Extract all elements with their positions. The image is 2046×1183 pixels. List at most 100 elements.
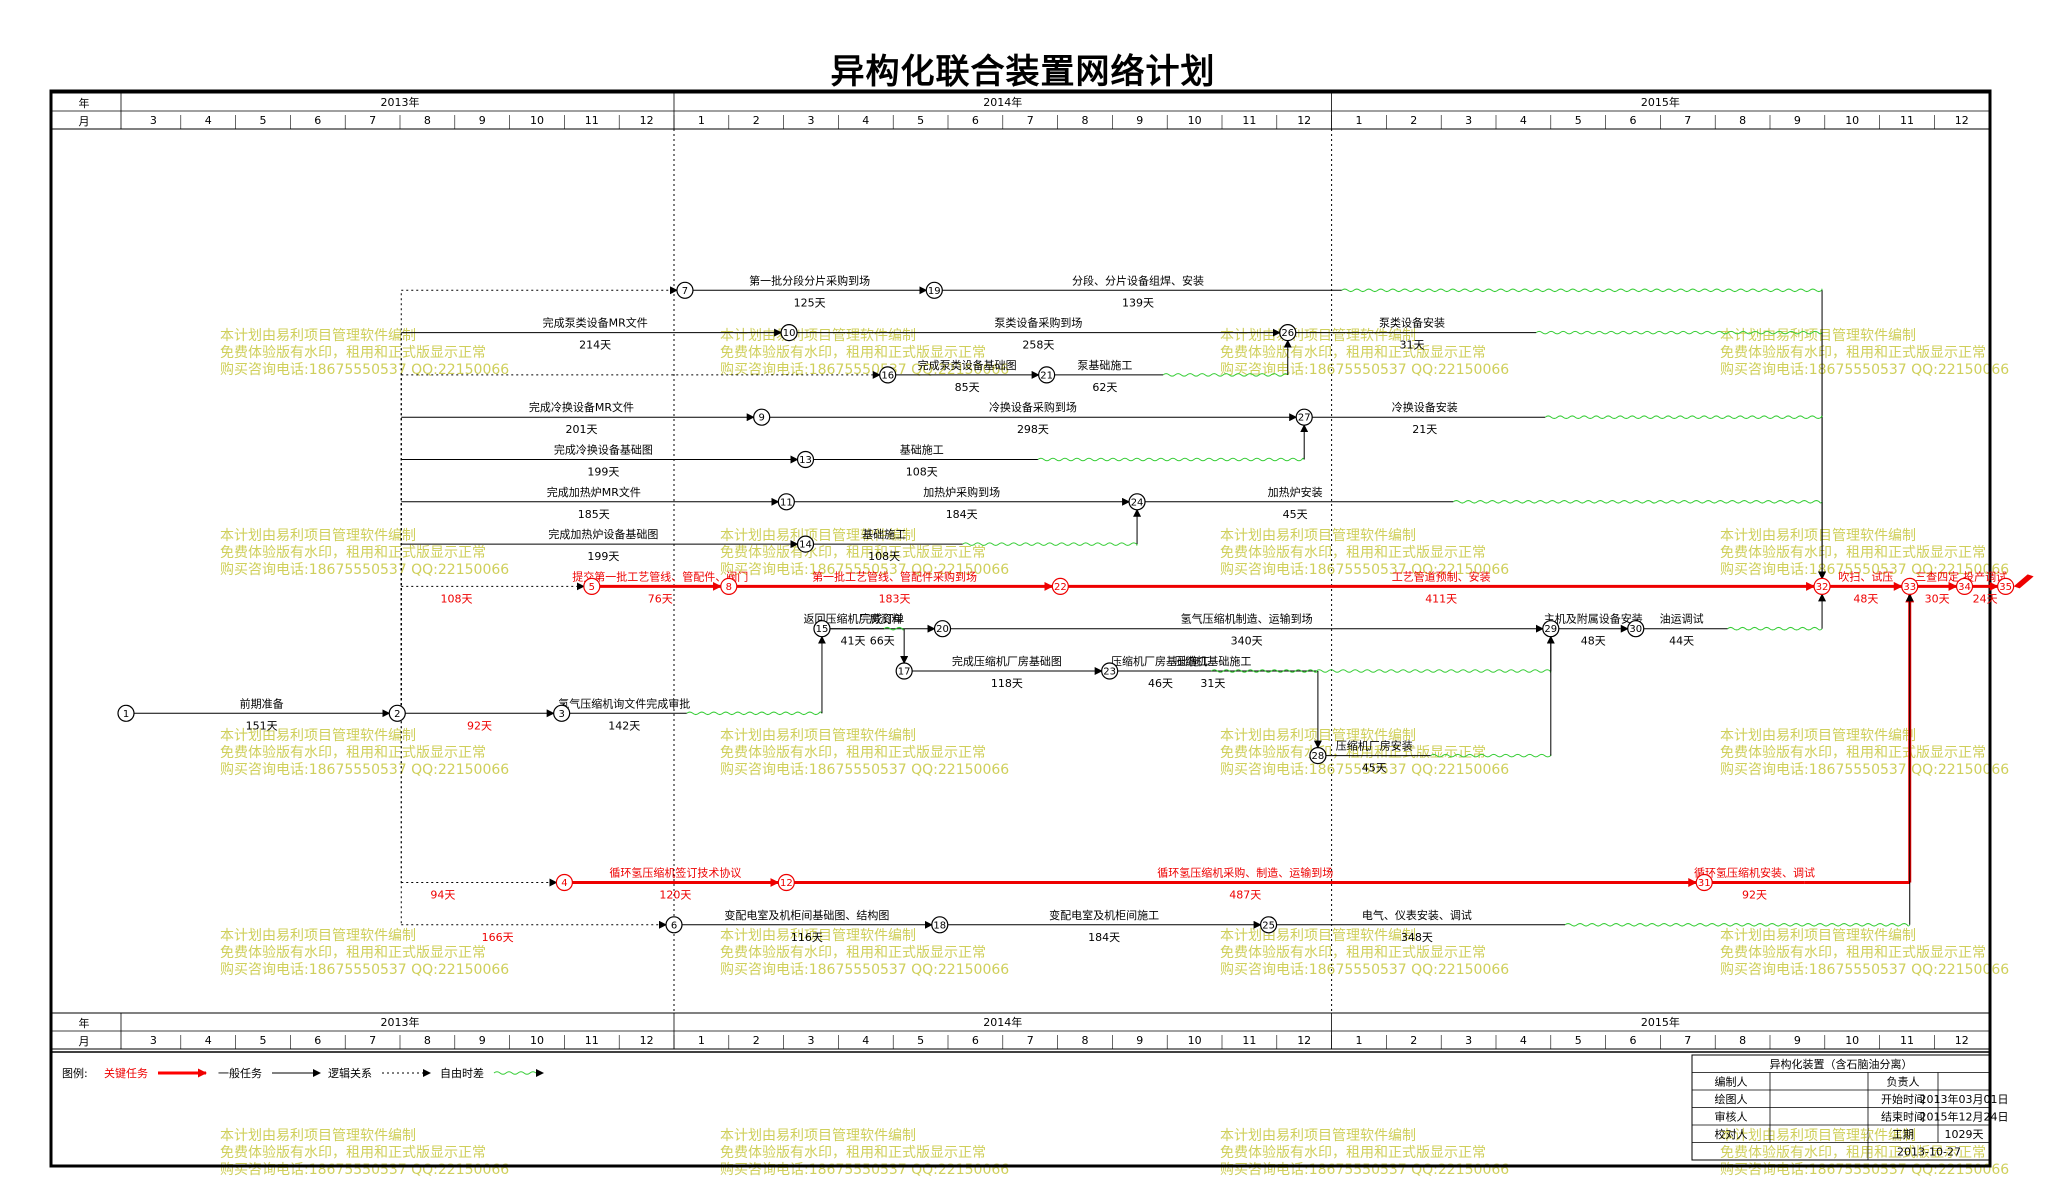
top-timescale-month-label: 10 — [530, 114, 544, 127]
free-float-wave — [686, 711, 823, 716]
watermark-text: 免费体验版有水印，租用和正式版显示正常 — [720, 745, 986, 761]
watermark-text: 本计划由易利项目管理软件编制 — [1220, 328, 1416, 344]
info-table-title: 异构化装置（含石脑油分离） — [1770, 1057, 1913, 1071]
event-node — [1627, 620, 1645, 638]
top-timescale-month-label: 4 — [1520, 114, 1527, 127]
event-node-label: 5 — [589, 582, 595, 593]
event-node — [777, 493, 795, 511]
bottom-timescale-month-label: 6 — [972, 1034, 979, 1047]
event-node-label: 12 — [780, 878, 793, 889]
watermark-text: 购买咨询电话:18675550537 QQ:22150066 — [220, 362, 509, 378]
event-node — [665, 916, 683, 934]
free-float-wave — [1564, 923, 1911, 927]
event-node-label: 14 — [799, 540, 812, 551]
top-timescale-month-label: 10 — [1188, 114, 1202, 127]
info-table-cell: 结束时间 — [1881, 1111, 1925, 1124]
activity-duration-label: 183天 — [879, 592, 911, 605]
activity-duration-label: 85天 — [955, 381, 980, 394]
activity-duration-label: 142天 — [608, 719, 640, 732]
activity-duration-label: 120天 — [659, 889, 691, 902]
event-node-label: 25 — [1262, 920, 1275, 931]
watermark-text: 本计划由易利项目管理软件编制 — [220, 728, 416, 744]
top-timescale-month-label: 1 — [698, 114, 705, 127]
top-timescale-month-label: 8 — [1739, 114, 1746, 127]
top-timescale-month-label: 11 — [1900, 114, 1914, 127]
watermark-text: 购买咨询电话:18675550537 QQ:22150066 — [1220, 962, 1509, 978]
event-node-label: 35 — [1999, 582, 2012, 593]
watermark-text: 免费体验版有水印，租用和正式版显示正常 — [1720, 745, 1986, 761]
watermark-text: 购买咨询电话:18675550537 QQ:22150066 — [720, 1162, 1009, 1178]
top-timescale-month-row-label: 月 — [79, 115, 90, 128]
watermark-text: 免费体验版有水印，租用和正式版显示正常 — [220, 945, 486, 961]
activity-name-label: 电气、仪表安装、调试 — [1362, 908, 1472, 922]
top-timescale-month-label: 7 — [369, 114, 376, 127]
activity-name-label: 加热炉安装 — [1268, 485, 1323, 499]
event-node-label: 8 — [726, 582, 732, 593]
activity-name-label: 主机及附属设备安装 — [1544, 612, 1643, 626]
event-node-label: 2 — [394, 709, 400, 720]
bottom-timescale-month-label: 9 — [479, 1034, 486, 1047]
watermark-text: 本计划由易利项目管理软件编制 — [1720, 928, 1916, 944]
event-node-label: 4 — [561, 878, 567, 889]
event-node-label: 1 — [123, 709, 129, 720]
top-timescale-month-label: 9 — [479, 114, 486, 127]
activity-name-label: 分段、分片设备组焊、安装 — [1072, 273, 1204, 287]
event-node — [933, 620, 952, 638]
event-node — [676, 281, 694, 299]
top-timescale-month-label: 3 — [1465, 114, 1472, 127]
activity-duration-label: 48天 — [1581, 635, 1606, 648]
event-node — [931, 916, 949, 934]
legend-label: 图例: — [62, 1066, 88, 1080]
legend-logic-label: 逻辑关系 — [328, 1066, 372, 1080]
watermark-text: 购买咨询电话:18675550537 QQ:22150066 — [1220, 562, 1509, 578]
activity-duration-label: 94天 — [430, 889, 455, 902]
activity-name-label: 加热炉采购到场 — [923, 485, 1000, 499]
activity-name-label: 压缩机基础施工 — [1174, 654, 1251, 668]
activity-duration-label: 31天 — [1399, 339, 1424, 352]
event-node — [1309, 746, 1327, 765]
activity-name-label: 变配电室及机柜间基础图、结构图 — [724, 908, 889, 922]
activity-duration-label: 487天 — [1229, 889, 1261, 902]
activity-name-label: 冷换设备安装 — [1392, 400, 1458, 414]
page-title: 异构化联合装置网络计划 — [830, 52, 1216, 92]
activity-duration-label: 31天 — [1200, 677, 1225, 690]
activity-duration-label: 151天 — [246, 719, 278, 732]
bottom-timescale-month-label: 7 — [1684, 1034, 1691, 1047]
activity-duration-label: 45天 — [1362, 762, 1387, 775]
watermark-text: 本计划由易利项目管理软件编制 — [1720, 728, 1916, 744]
watermark-text: 本计划由易利项目管理软件编制 — [720, 528, 916, 544]
event-node — [1279, 324, 1297, 342]
activity-name-label: 基础施工 — [900, 444, 944, 457]
bottom-timescale-month-label: 2 — [753, 1034, 760, 1047]
bottom-timescale-month-label: 1 — [698, 1034, 705, 1047]
event-node — [1901, 577, 1919, 596]
activity-name-label: 压缩机厂房安装 — [1336, 739, 1413, 753]
activity-name-label: 氢气压缩机制造、运输到场 — [1181, 612, 1313, 626]
watermark-text: 购买咨询电话:18675550537 QQ:22150066 — [720, 562, 1009, 578]
event-node — [117, 704, 135, 722]
watermark-text: 免费体验版有水印，租用和正式版显示正常 — [1720, 545, 1986, 561]
bottom-timescale-month-label: 7 — [369, 1034, 376, 1047]
event-node-label: 29 — [1544, 624, 1557, 635]
activity-name-label: 循环氢压缩机采购、制造、运输到场 — [1157, 866, 1333, 880]
activity-duration-label: 44天 — [1669, 635, 1694, 648]
event-node — [1542, 620, 1560, 638]
watermark-text: 本计划由易利项目管理软件编制 — [1720, 528, 1916, 544]
free-float-wave — [1544, 415, 1823, 419]
watermark-text: 本计划由易利项目管理软件编制 — [1720, 328, 1916, 344]
bottom-timescale-year-label: 2013年 — [381, 1015, 420, 1029]
activity-duration-label: 118天 — [991, 677, 1023, 690]
activity-duration-label: 411天 — [1425, 592, 1457, 605]
legend-float-swatch — [493, 1071, 537, 1075]
activity-name-label: 完成订单 — [860, 612, 904, 626]
top-timescale-month-label: 11 — [1242, 114, 1256, 127]
info-table-cell: 校对人 — [1715, 1127, 1748, 1141]
info-table-cell: 绘图人 — [1715, 1092, 1748, 1106]
activity-duration-label: 348天 — [1401, 931, 1433, 944]
watermark-text: 购买咨询电话:18675550537 QQ:22150066 — [1720, 1162, 2009, 1178]
watermark-text: 免费体验版有水印，租用和正式版显示正常 — [720, 345, 986, 361]
top-timescale-month-label: 2 — [753, 114, 760, 127]
bottom-timescale-month-label: 5 — [1575, 1034, 1582, 1047]
watermark-text: 购买咨询电话:18675550537 QQ:22150066 — [220, 562, 509, 578]
watermark-text: 免费体验版有水印，租用和正式版显示正常 — [1220, 945, 1486, 961]
